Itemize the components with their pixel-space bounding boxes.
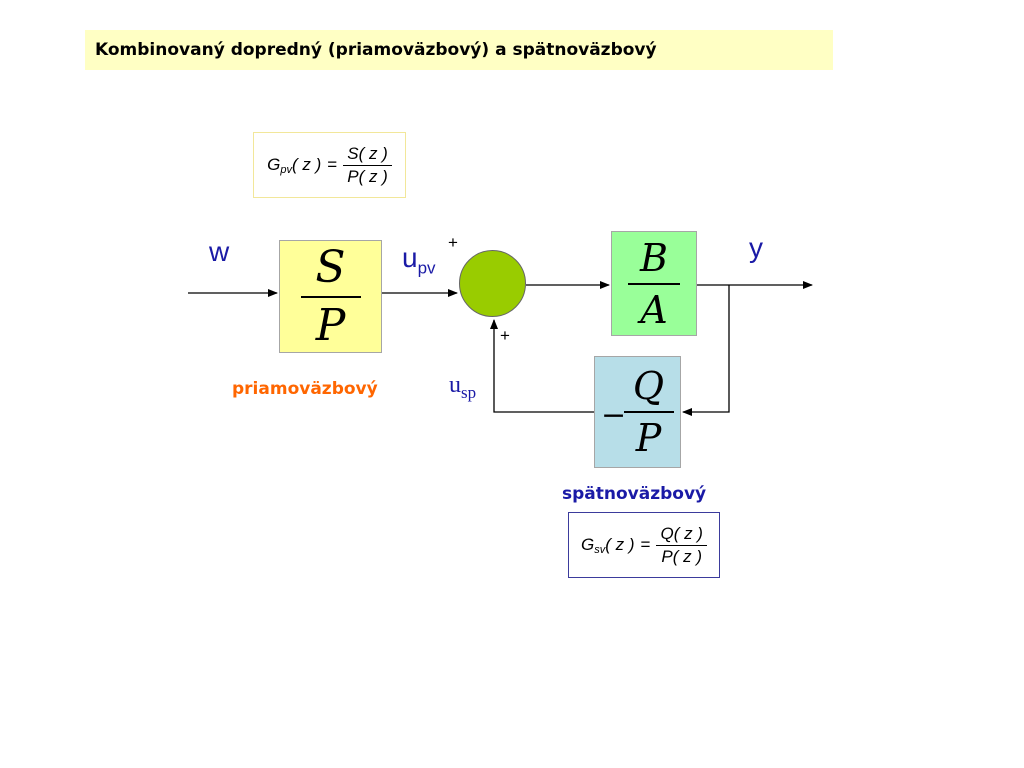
block-sv-minus-sign: −	[601, 398, 627, 433]
caption-feedback: spätnoväzbový	[562, 484, 707, 504]
slide-title: Kombinovaný dopredný (priamoväzbový) a s…	[85, 30, 833, 70]
formula-sv-fraction: Q( z ) P( z )	[656, 523, 707, 568]
junction-sign-top: +	[448, 233, 458, 252]
formula-pv-denominator: P( z )	[347, 166, 388, 186]
signal-upv-base: u	[402, 242, 418, 273]
formula-pv-eq: =	[327, 155, 338, 174]
formula-pv-arg: ( z )	[292, 155, 322, 174]
formula-sv-arg: ( z )	[605, 535, 635, 554]
summing-junction	[459, 250, 526, 317]
formula-pv-fraction-line	[343, 164, 392, 166]
signal-label-upv: upv	[402, 242, 436, 279]
signal-label-w: w	[209, 236, 230, 267]
block-pv-denominator: P	[315, 299, 346, 351]
formula-sv-sub: sv	[594, 544, 606, 556]
formula-sv-numerator: Q( z )	[660, 523, 703, 543]
caption-feedforward: priamoväzbový	[232, 379, 378, 399]
wire-usp	[490, 319, 594, 413]
signal-usp-sub: sp	[461, 382, 477, 402]
block-pv-numerator: S	[315, 241, 346, 293]
block-sv-fraction-line	[623, 411, 674, 413]
block-feedback: − Q P	[594, 356, 681, 468]
block-plant-denominator: A	[640, 287, 668, 332]
block-plant-fraction-line	[628, 282, 680, 285]
block-plant-numerator: B	[640, 235, 668, 280]
formula-pv-sub: pv	[280, 164, 293, 176]
junction-sign-bottom: +	[500, 326, 510, 345]
signal-label-y: y	[749, 232, 763, 263]
block-sv-numerator: Q	[632, 364, 665, 408]
formula-sv-lhs: G	[581, 535, 595, 554]
wire-feedback-tap	[682, 285, 730, 416]
formula-pv-numerator: S( z )	[347, 143, 388, 163]
block-feedforward: S P	[279, 240, 382, 353]
signal-label-usp: usp	[449, 372, 476, 403]
signal-usp-base: u	[449, 372, 461, 398]
formula-pv-fraction: S( z ) P( z )	[343, 143, 392, 188]
block-sv-denominator: P	[635, 416, 662, 460]
block-plant: B A	[611, 231, 697, 336]
block-pv-fraction-line	[300, 295, 361, 298]
signal-upv-sub: pv	[417, 258, 436, 278]
formula-sv-denominator: P( z )	[661, 546, 703, 566]
formula-sv-fraction-line	[656, 544, 707, 546]
formula-sv-eq: =	[640, 535, 651, 554]
formula-pv-lhs: G	[267, 155, 281, 174]
